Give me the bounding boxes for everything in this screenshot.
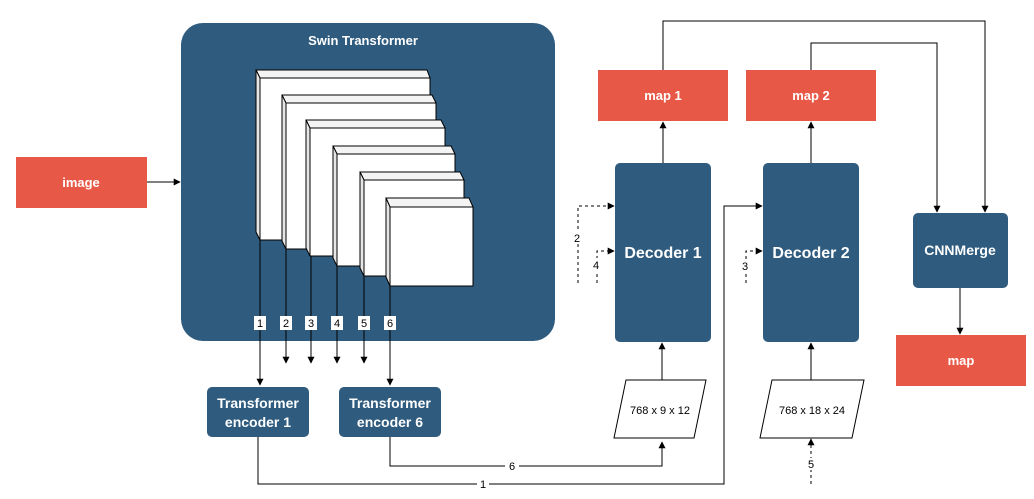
map1-label: map 1 (644, 88, 682, 103)
edge-4-to-decoder1 (596, 247, 615, 283)
transformer-encoder-1-line2: encoder 1 (225, 414, 291, 430)
edge-label-3: 3 (742, 261, 748, 273)
shape-768x9x12-label: 768 x 9 x 12 (630, 405, 690, 417)
stage-label-4: 4 (334, 318, 340, 330)
decoder-2-label: Decoder 2 (772, 245, 849, 262)
transformer-encoder-1-node (207, 387, 309, 437)
transformer-encoder-6-line2: encoder 6 (357, 414, 423, 430)
edge-map1-to-cnnmerge (662, 20, 989, 213)
decoder-1-label: Decoder 1 (624, 245, 701, 262)
map-node (896, 335, 1026, 386)
transformer-encoder-6-line1: Transformer (349, 395, 431, 411)
edge-encoder6-to-shape1 (389, 437, 666, 467)
map2-node (746, 70, 876, 121)
transformer-encoder-6-node (339, 387, 441, 437)
stage-labels: 1 2 3 4 5 6 (254, 316, 396, 330)
image-node-label: image (62, 175, 100, 190)
map1-node (598, 70, 728, 121)
decoder-2-node (763, 163, 859, 342)
edge-encoder1-to-decoder2 (257, 202, 763, 485)
transformer-encoder-1-line1: Transformer (217, 395, 299, 411)
shape-768x9x12 (613, 379, 707, 439)
edge-label-2: 2 (574, 233, 580, 245)
edge-label-6: 6 (509, 461, 515, 473)
map-label: map (948, 353, 975, 368)
stage-label-3: 3 (308, 318, 314, 330)
decoder-1-node (615, 163, 711, 342)
image-node (16, 157, 147, 208)
cnnmerge-node (913, 213, 1008, 288)
stage-label-6: 6 (387, 318, 393, 330)
edge-label-4: 4 (593, 260, 599, 272)
feature-block-6 (385, 197, 474, 287)
swin-transformer-title: Swin Transformer (308, 33, 418, 48)
map2-label: map 2 (792, 88, 830, 103)
edge-label-5: 5 (808, 459, 814, 471)
edge-label-1: 1 (480, 479, 486, 491)
stage-label-5: 5 (361, 318, 367, 330)
cnnmerge-label: CNNMerge (924, 242, 996, 258)
feature-blocks (255, 69, 474, 287)
stage-label-2: 2 (283, 318, 289, 330)
shape-768x18x24-label: 768 x 18 x 24 (779, 405, 845, 417)
edge-2-to-decoder1 (577, 202, 615, 283)
edge-map2-to-cnnmerge (810, 42, 941, 213)
edge-3-to-decoder2 (745, 247, 763, 283)
stage-label-1: 1 (257, 318, 263, 330)
shape-768x18x24 (759, 379, 865, 439)
